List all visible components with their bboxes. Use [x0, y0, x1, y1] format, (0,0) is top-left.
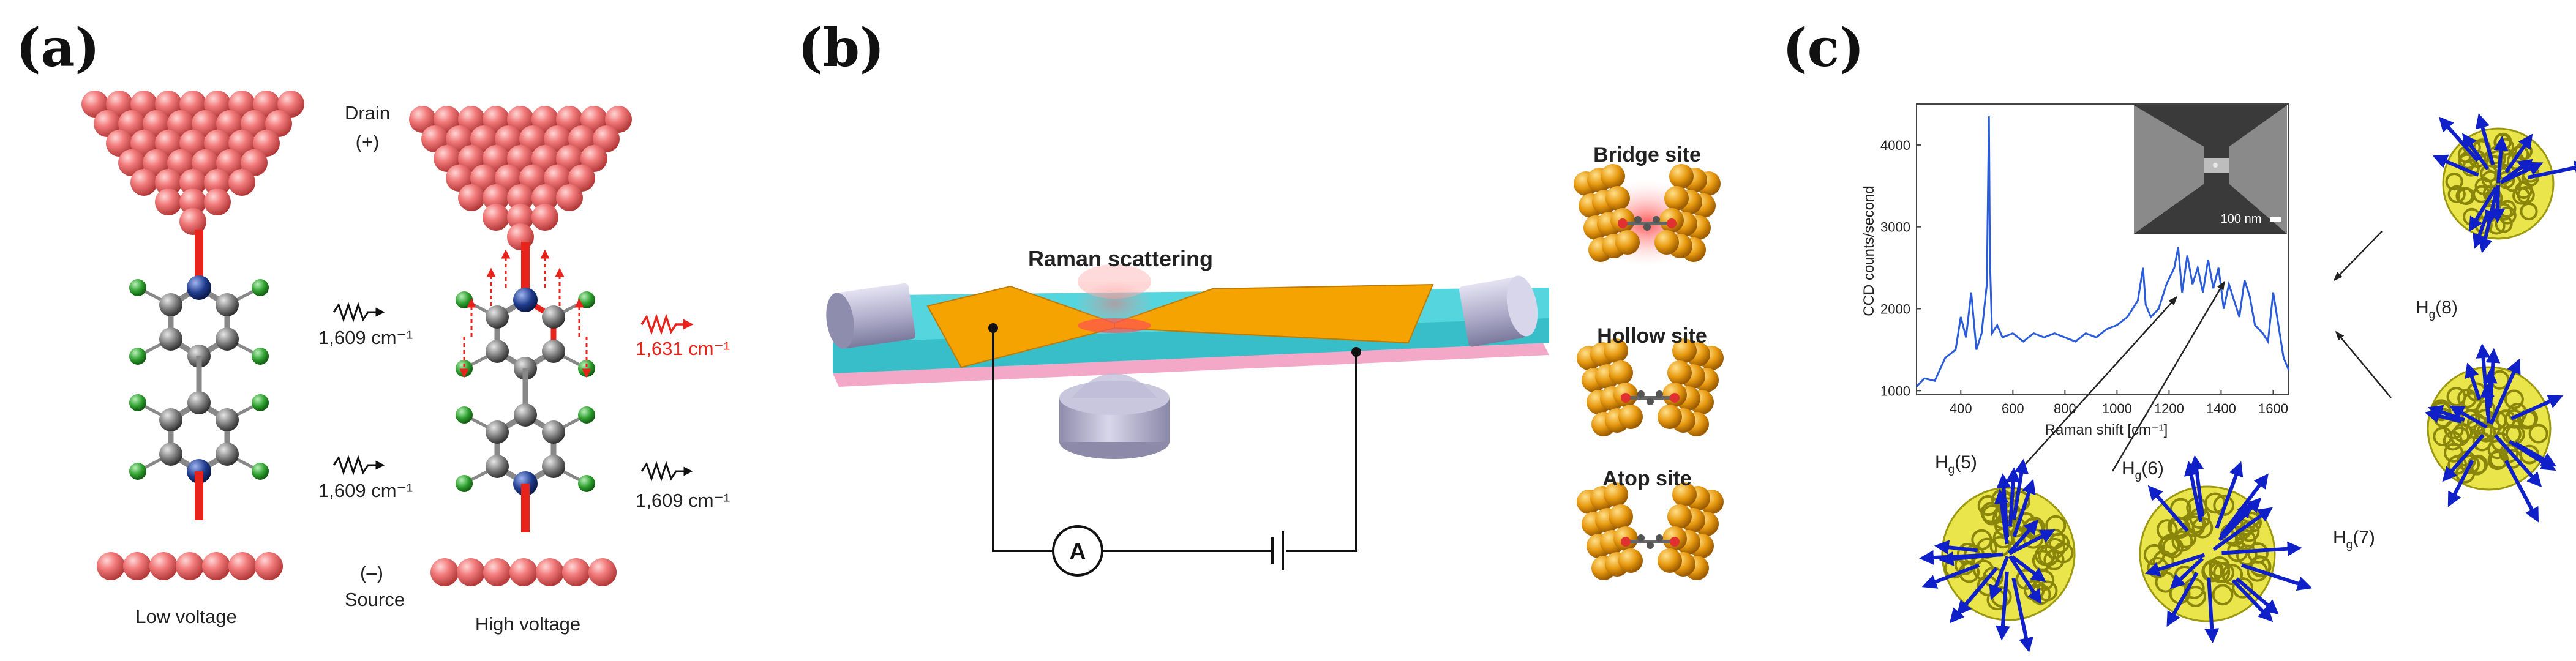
y-tick-label: 4000 [1880, 138, 1910, 153]
source-sign-label: (–) [360, 562, 383, 583]
gold-source-high [430, 558, 617, 586]
raman-spectrum-line [1915, 116, 2290, 387]
x-tick-label: 1400 [2206, 401, 2236, 416]
panel-a-letter: (a) [16, 17, 100, 79]
gold-tip-low [81, 91, 304, 235]
low-voltage-label: Low voltage [135, 606, 236, 627]
circuit-wires [988, 323, 1361, 570]
y-axis-label: CCD counts/second [1861, 185, 1877, 316]
mode-label-low-bottom: 1,609 cm⁻¹ [318, 480, 413, 501]
site-label-hollow: Hollow site [1597, 324, 1707, 348]
panel-b-diagram: Raman scattering A Bridge site Hollow si… [826, 143, 1724, 580]
y-tick-label: 1000 [1880, 383, 1910, 398]
bipyridine-molecule-high [456, 242, 595, 532]
right-clamp-cylinder [1459, 275, 1538, 347]
x-axis-ticks: 400 600 800 1000 1200 1400 1600 [1950, 390, 2288, 416]
x-tick-label: 1000 [2102, 401, 2132, 416]
site-label-atop: Atop site [1602, 467, 1691, 490]
y-tick-label: 3000 [1880, 220, 1910, 235]
vibration-icon-low-top [332, 302, 385, 323]
mode-label-high-bottom: 1,609 cm⁻¹ [636, 490, 730, 511]
svg-text:A: A [1069, 539, 1086, 565]
y-axis-ticks: 1000 2000 3000 4000 [1880, 138, 1921, 398]
scale-bar-label: 100 nm [2221, 212, 2262, 226]
adsorption-sites [1574, 164, 1724, 580]
x-axis-label: Raman shift [cm⁻¹] [2045, 422, 2168, 438]
mode-pointer-arrows [2025, 231, 2392, 472]
gold-source-low [97, 552, 283, 580]
vibration-icon-low-bottom [332, 455, 385, 476]
vibration-icon-high-bottom [640, 461, 693, 482]
x-tick-label: 400 [1950, 401, 1972, 416]
source-label: Source [345, 589, 405, 610]
panel-b-letter: (b) [798, 17, 885, 79]
y-tick-label: 2000 [1880, 302, 1910, 317]
objective-lens [1059, 373, 1170, 459]
gold-tip-high [409, 106, 632, 250]
mode-label-hg7: Hg(7) [2333, 528, 2375, 551]
ammeter-icon: A [1052, 525, 1103, 577]
laser-spot [1078, 264, 1151, 333]
sem-inset-image: 100 nm [2134, 105, 2287, 234]
bipyridine-molecule-low [129, 230, 269, 520]
x-tick-label: 1200 [2154, 401, 2184, 416]
site-label-bridge: Bridge site [1593, 143, 1701, 166]
high-voltage-label: High voltage [475, 613, 580, 635]
fullerene-mode-icons [1919, 113, 2576, 653]
mode-label-hg5: Hg(5) [1935, 452, 1977, 476]
mode-label-high-top: 1,631 cm⁻¹ [636, 338, 730, 359]
panel-c-letter: (c) [1782, 17, 1864, 79]
x-tick-label: 800 [2054, 401, 2076, 416]
mode-label-low-top: 1,609 cm⁻¹ [318, 327, 413, 348]
mode-label-hg6: Hg(6) [2122, 458, 2164, 482]
left-clamp-cylinder [826, 283, 916, 349]
drain-sign-label: (+) [356, 131, 380, 152]
x-tick-label: 1600 [2258, 401, 2288, 416]
substrate-base [833, 343, 1549, 387]
drain-label: Drain [345, 102, 390, 124]
panel-c-diagram: 400 600 800 1000 1200 1400 1600 1000 2000 3000 40… [1861, 103, 2576, 653]
mode-label-hg8: Hg(8) [2416, 297, 2458, 321]
x-tick-label: 600 [2002, 401, 2024, 416]
vibration-icon-high-top [640, 313, 694, 335]
panel-a-diagram: Drain (+) (–) Source Low voltage High vo… [81, 91, 730, 635]
raman-scattering-label: Raman scattering [1028, 246, 1213, 271]
